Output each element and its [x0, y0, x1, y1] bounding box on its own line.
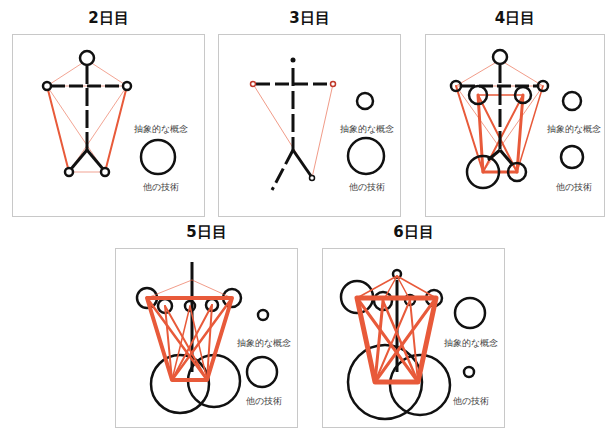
day-title: 2日目	[88, 9, 128, 28]
circle-label: 抽象的な概念	[546, 123, 602, 136]
circle-label: 抽象的な概念	[339, 123, 395, 136]
stick-figure	[341, 270, 450, 419]
connection-lines	[357, 276, 436, 382]
day-panel: 6日目抽象的な概念他の技術	[322, 248, 505, 428]
connection-lines	[147, 280, 232, 380]
circle-label: 抽象的な概念	[236, 337, 292, 350]
concept-circles	[141, 140, 175, 174]
day-panel: 4日目抽象的な概念他の技術	[425, 34, 605, 217]
circle-label: 他の技術	[348, 181, 386, 194]
day-panel: 3日目抽象的な概念他の技術	[218, 34, 401, 217]
day-title: 4日目	[495, 9, 535, 28]
circle-label: 他の技術	[555, 181, 593, 194]
connection-lines	[456, 60, 543, 172]
day-panel: 2日目抽象的な概念他の技術	[12, 34, 205, 217]
stick-figure	[251, 58, 336, 191]
stick-figure	[451, 50, 548, 188]
circle-label: 抽象的な概念	[133, 123, 189, 136]
stick-figure	[137, 262, 241, 413]
circle-label: 他の技術	[245, 395, 283, 408]
day-title: 6日目	[393, 223, 433, 242]
day-panel: 5日目抽象的な概念他の技術	[115, 248, 298, 428]
stick-figure	[43, 51, 131, 176]
circle-label: 他の技術	[142, 181, 180, 194]
day-title: 5日目	[186, 223, 226, 242]
circle-label: 抽象的な概念	[443, 337, 499, 350]
circle-label: 他の技術	[452, 395, 490, 408]
day-title: 3日目	[289, 9, 329, 28]
connection-lines	[47, 60, 127, 172]
